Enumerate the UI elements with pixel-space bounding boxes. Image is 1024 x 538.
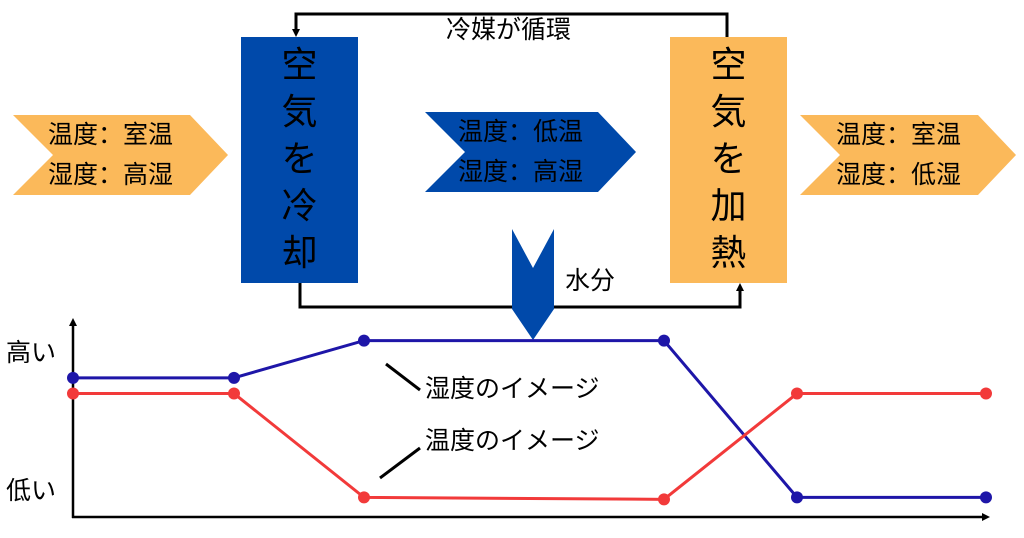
output-air-text: 温度：室温 湿度：低湿 <box>836 115 961 195</box>
cooler-box <box>241 37 358 283</box>
temperature-point <box>791 387 803 400</box>
input-air-text: 温度：室温 湿度：高湿 <box>48 115 173 195</box>
temperature-point <box>358 491 370 504</box>
cooled-humidity: 湿度：高湿 <box>458 157 584 186</box>
cooler-char: 気 <box>281 92 318 133</box>
input-temp: 温度：室温 <box>48 120 174 149</box>
water-label: 水分 <box>565 266 616 295</box>
humidity-point <box>228 371 240 384</box>
refrigerant-top-line <box>292 12 729 37</box>
y-high-label: 高い <box>6 338 57 367</box>
cooled-air-arrow <box>425 112 636 192</box>
humidity-point <box>67 371 79 384</box>
y-low-label: 低い <box>6 476 57 505</box>
heater-box <box>670 37 787 283</box>
cooled-air-text: 温度：低温 湿度：高湿 <box>458 112 583 192</box>
output-humidity: 湿度：低湿 <box>836 160 962 189</box>
output-air-arrow <box>800 115 1016 195</box>
water-drain-arrow <box>512 229 554 340</box>
cooler-char: 冷 <box>281 186 318 227</box>
input-humidity: 湿度：高湿 <box>48 160 174 189</box>
temperature-point <box>980 387 992 400</box>
heater-char: 加 <box>710 186 747 227</box>
cooler-char: 空 <box>281 45 318 86</box>
humidity-point <box>658 334 670 347</box>
temperature-series-label: 温度のイメージ <box>425 426 600 455</box>
cooler-label: 空 気 を 冷 却 <box>241 37 358 283</box>
temperature-point <box>228 387 240 400</box>
temperature-callout-line <box>379 446 421 480</box>
humidity-point <box>980 491 992 504</box>
heater-char: 熱 <box>710 233 747 274</box>
cooler-char: を <box>281 139 318 180</box>
cooler-char: 却 <box>281 233 318 274</box>
humidity-point <box>791 491 803 504</box>
heater-char: を <box>710 139 747 180</box>
refrigerant-label: 冷媒が循環 <box>446 15 572 44</box>
heater-label: 空 気 を 加 熱 <box>670 37 787 283</box>
humidity-callout-line <box>385 362 421 392</box>
output-temp: 温度：室温 <box>836 120 962 149</box>
heater-char: 気 <box>710 92 747 133</box>
temperature-line <box>73 392 986 501</box>
temperature-point <box>658 493 670 506</box>
humidity-line <box>73 339 986 499</box>
humidity-series-label: 湿度のイメージ <box>425 374 600 403</box>
heater-char: 空 <box>710 45 747 86</box>
cooled-temp: 温度：低温 <box>458 117 584 146</box>
input-air-arrow <box>13 115 228 195</box>
temperature-point <box>67 387 79 400</box>
humidity-point <box>358 334 370 347</box>
